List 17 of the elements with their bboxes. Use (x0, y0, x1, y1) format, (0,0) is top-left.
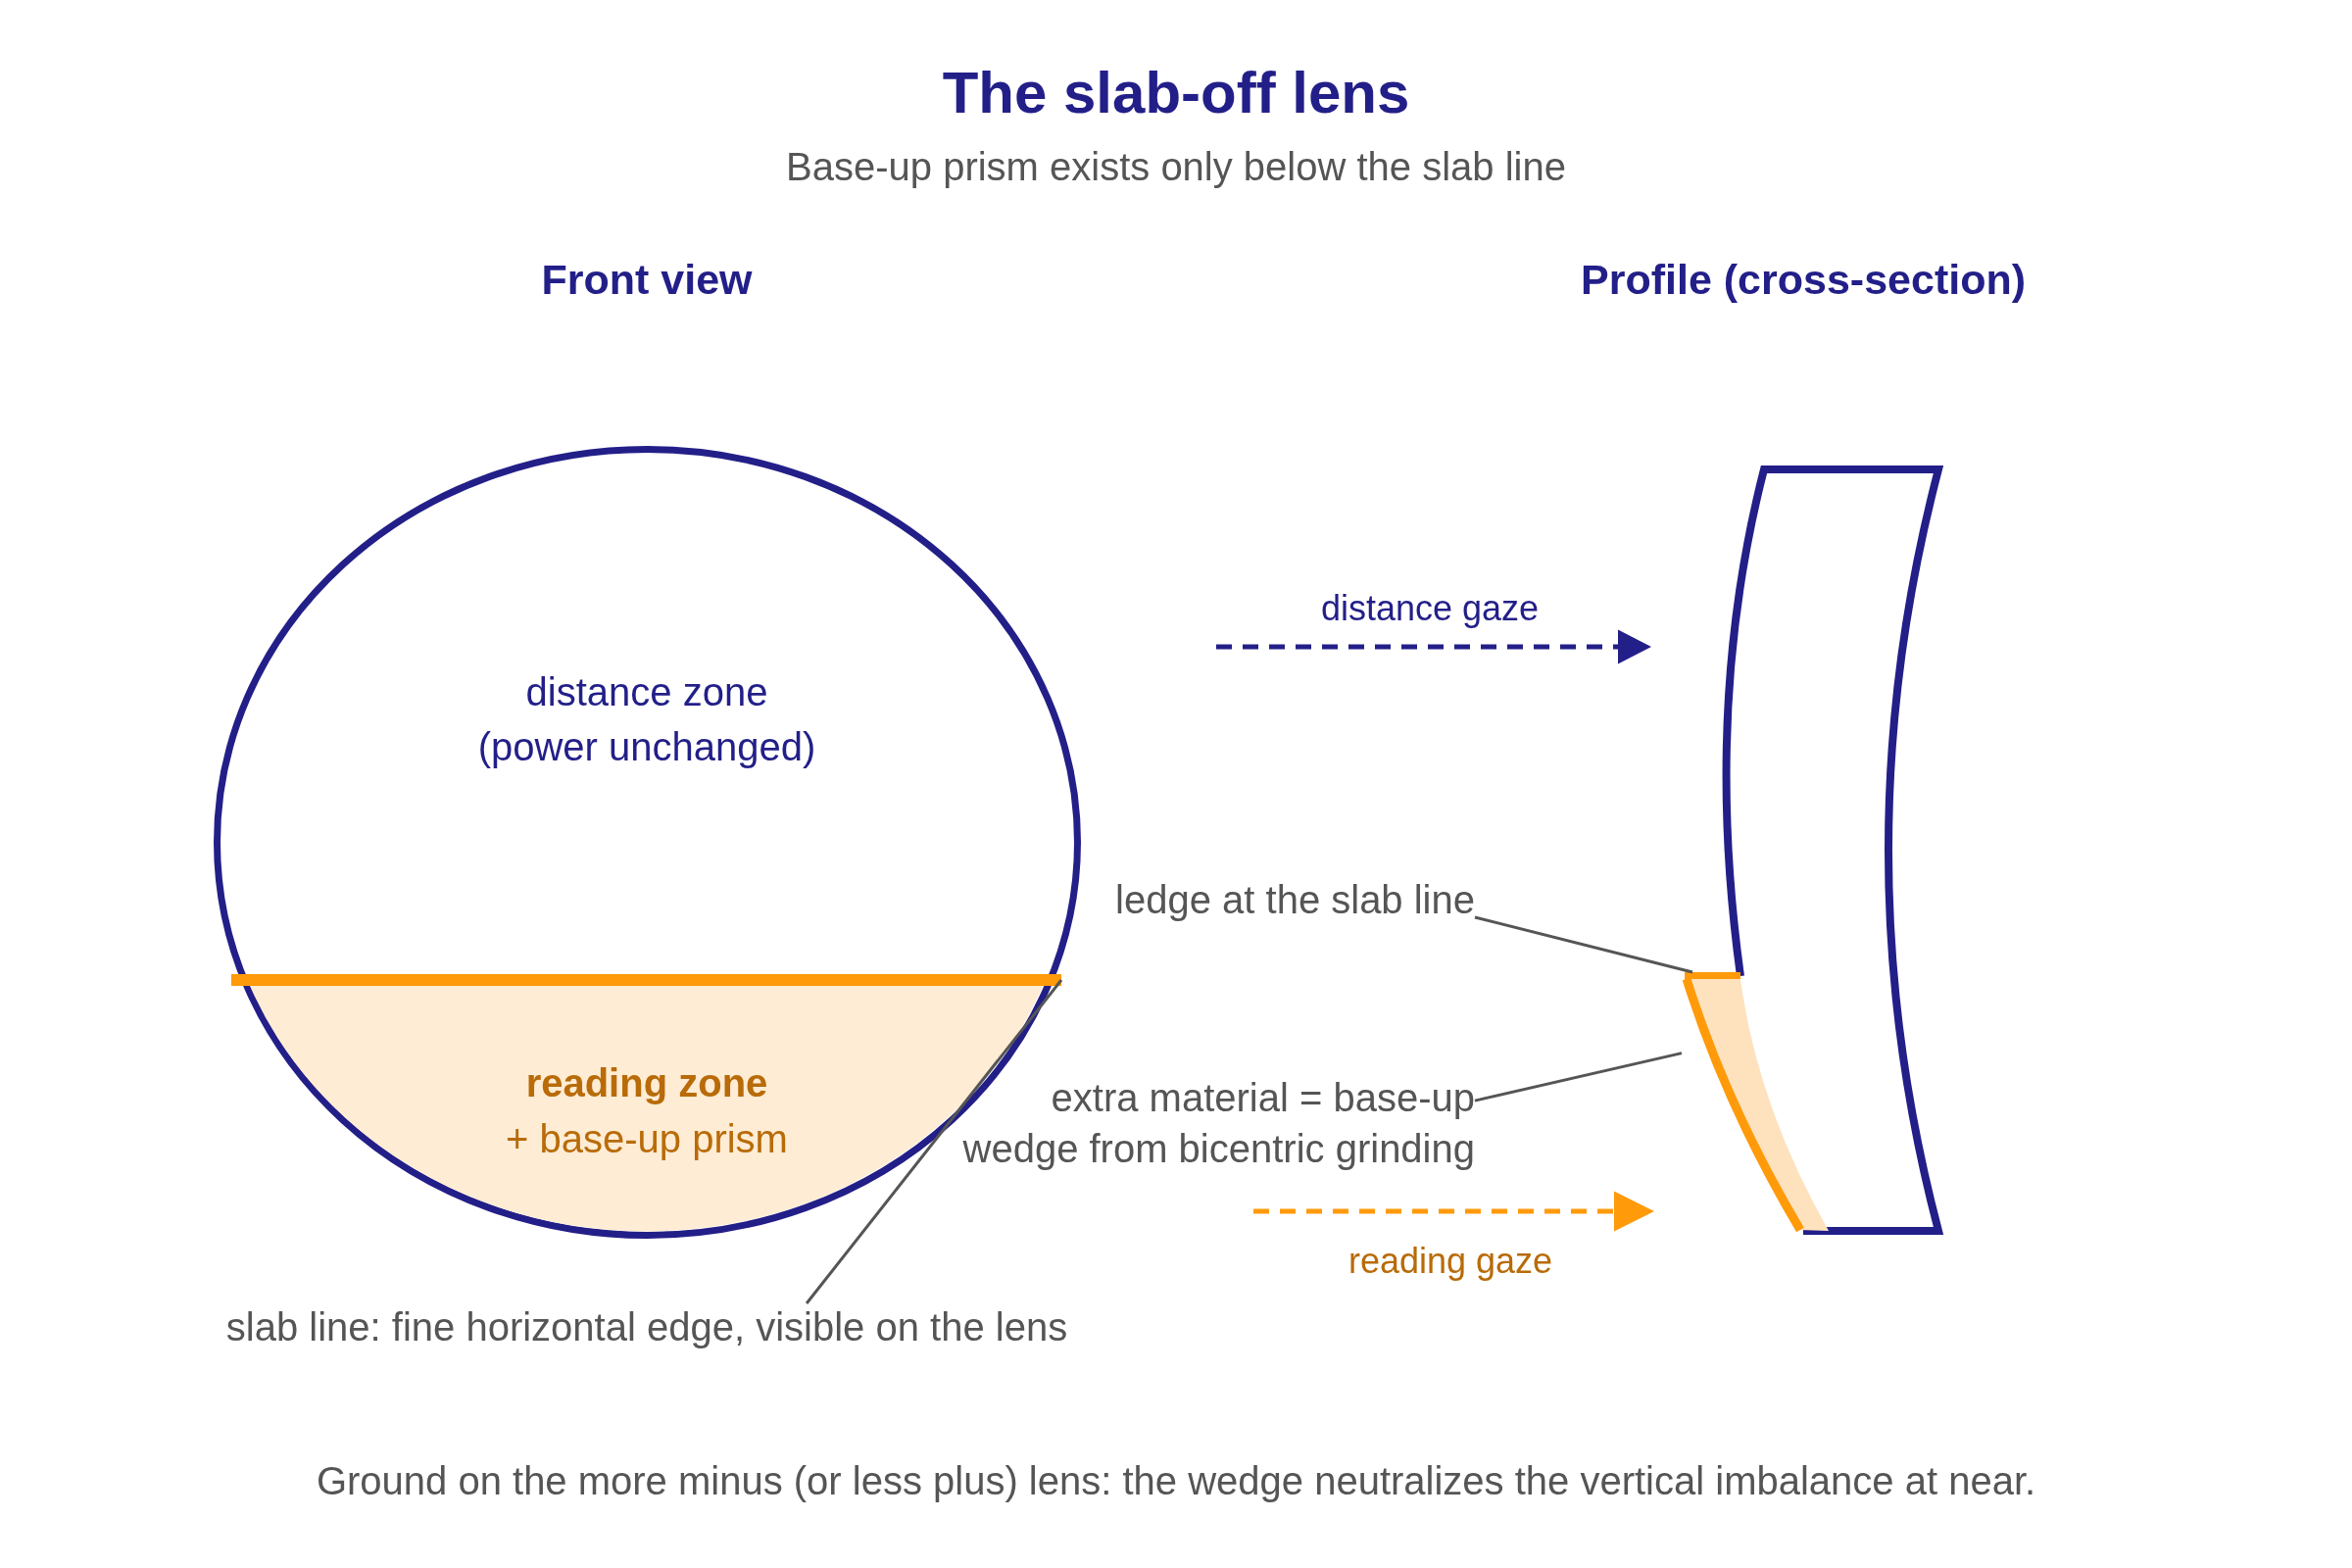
annotation-text: ledge at the slab line (1115, 876, 1475, 923)
gaze-label: reading gaze (1348, 1239, 1553, 1282)
zone-label: distance zone (power unchanged) (476, 669, 817, 770)
zone-label: + base-up prism (506, 1116, 788, 1162)
section-heading: Profile (cross-section) (1581, 255, 2026, 305)
section-heading: Front view (541, 255, 753, 305)
title: The slab-off lens (942, 59, 1410, 127)
caption-note: Ground on the more minus (or less plus) lens: the wedge neutralizes the vertical imbalance at near. (316, 1458, 2036, 1504)
annotation-text: extra material = base-up wedge from bicentric grinding (957, 1072, 1475, 1174)
zone-title: reading zone (525, 1060, 768, 1106)
leader-line (1474, 1052, 1683, 1102)
leader-line (805, 979, 1063, 1304)
gaze-label: distance gaze (1320, 586, 1540, 629)
leader-line (1474, 915, 1693, 974)
annotation-text: slab line: fine horizontal edge, visible on the lens (225, 1303, 1068, 1350)
wedge (1682, 976, 1831, 1233)
subtitle: Base-up prism exists only below the slab line (786, 144, 1566, 190)
